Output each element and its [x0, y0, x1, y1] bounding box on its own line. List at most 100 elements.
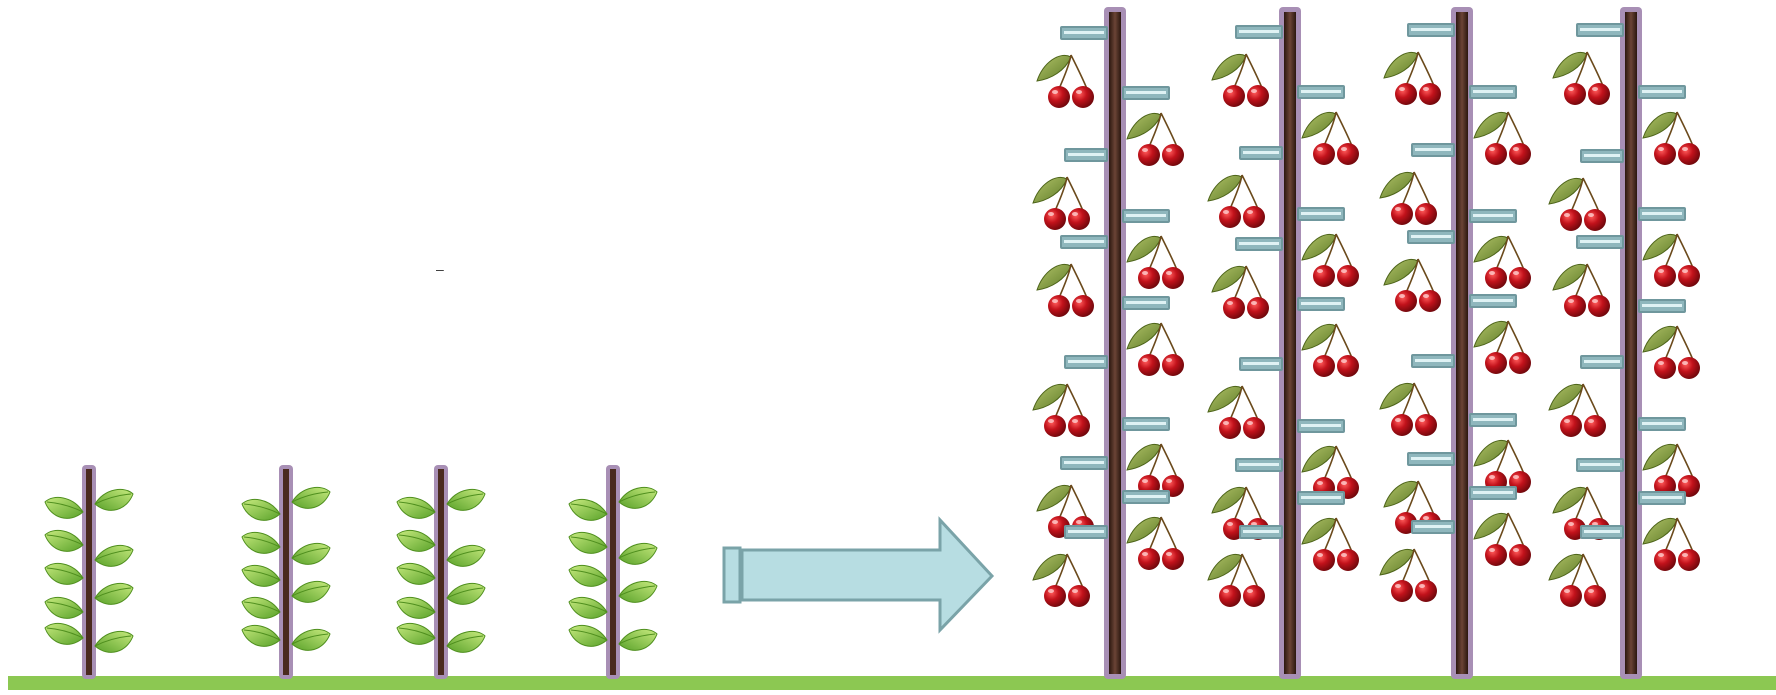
tree-pole	[1284, 12, 1296, 674]
cherry-cluster-icon	[1208, 554, 1265, 607]
leaf-icon	[569, 625, 607, 646]
leaf-icon	[447, 489, 485, 510]
right-arrow-icon	[724, 520, 992, 630]
ground-strip	[8, 676, 1776, 690]
sapling-stem	[610, 469, 616, 675]
cherry-cluster-icon	[1474, 236, 1531, 289]
tree-pole	[1456, 12, 1468, 674]
leaf-icon	[397, 530, 435, 551]
ground-layer	[8, 676, 1776, 690]
cherry-cluster-icon	[1549, 554, 1606, 607]
mature-cherry-trees-group	[1033, 7, 1700, 679]
cherry-cluster-icon	[1037, 55, 1094, 108]
leaf-icon	[45, 623, 83, 644]
leaf-icon	[95, 583, 133, 604]
leaf-icon	[447, 545, 485, 566]
cherry-cluster-icon	[1553, 264, 1610, 317]
cherry-cluster-icon	[1474, 513, 1531, 566]
cherry-cluster-icon	[1208, 175, 1265, 228]
leaf-icon	[242, 499, 280, 520]
stray-dash-mark: –	[436, 262, 444, 276]
leaf-icon	[292, 487, 330, 508]
cherry-cluster-icon	[1384, 52, 1441, 105]
arrow-tail-block	[724, 548, 740, 602]
cherry-cluster-icon	[1380, 549, 1437, 602]
cherry-tree	[1208, 7, 1359, 679]
cherry-cluster-icon	[1380, 172, 1437, 225]
cherry-cluster-icon	[1643, 444, 1700, 497]
leaf-icon	[292, 543, 330, 564]
sapling	[397, 465, 485, 679]
leaf-icon	[569, 532, 607, 553]
cherry-cluster-icon	[1549, 178, 1606, 231]
cherry-cluster-icon	[1302, 112, 1359, 165]
cherry-cluster-icon	[1033, 177, 1090, 230]
cherry-cluster-icon	[1549, 384, 1606, 437]
leaf-icon	[397, 497, 435, 518]
cherry-cluster-icon	[1474, 321, 1531, 374]
leaf-icon	[397, 623, 435, 644]
leaf-icon	[619, 543, 657, 564]
leaf-icon	[619, 629, 657, 650]
leaf-icon	[569, 597, 607, 618]
cherry-cluster-icon	[1643, 518, 1700, 571]
cherry-cluster-icon	[1643, 326, 1700, 379]
cherry-cluster-icon	[1127, 444, 1184, 497]
cherry-tree	[1549, 7, 1700, 679]
cherry-cluster-icon	[1553, 52, 1610, 105]
cherry-cluster-icon	[1643, 112, 1700, 165]
cherry-cluster-icon	[1643, 234, 1700, 287]
leaf-icon	[397, 597, 435, 618]
leaf-icon	[569, 499, 607, 520]
cherry-cluster-icon	[1212, 54, 1269, 107]
tree-pole	[1625, 12, 1637, 674]
cherry-cluster-icon	[1302, 518, 1359, 571]
leaf-icon	[242, 532, 280, 553]
leaf-icon	[95, 631, 133, 652]
sapling	[569, 465, 657, 679]
leaf-icon	[242, 565, 280, 586]
sapling-stem	[438, 469, 444, 675]
leaf-icon	[45, 497, 83, 518]
arrow-body	[742, 520, 992, 630]
cherry-cluster-icon	[1033, 554, 1090, 607]
cherry-cluster-icon	[1384, 259, 1441, 312]
sapling	[242, 465, 330, 679]
leaf-icon	[619, 581, 657, 602]
sapling	[45, 465, 133, 679]
transition-arrow-group	[724, 520, 992, 630]
leaf-icon	[569, 565, 607, 586]
leaf-icon	[45, 530, 83, 551]
cherry-cluster-icon	[1380, 383, 1437, 436]
cherry-cluster-icon	[1127, 323, 1184, 376]
sapling-stem	[86, 469, 92, 675]
cherry-cluster-icon	[1302, 324, 1359, 377]
young-saplings-group	[45, 465, 657, 679]
leaf-icon	[45, 597, 83, 618]
cherry-cluster-icon	[1127, 236, 1184, 289]
cherry-cluster-icon	[1302, 234, 1359, 287]
cherry-cluster-icon	[1474, 112, 1531, 165]
cherry-cluster-icon	[1127, 517, 1184, 570]
sapling-stem	[283, 469, 289, 675]
leaf-icon	[619, 487, 657, 508]
cherry-cluster-icon	[1474, 440, 1531, 493]
leaf-icon	[292, 629, 330, 650]
leaf-icon	[397, 563, 435, 584]
cherry-cluster-icon	[1037, 264, 1094, 317]
cherry-cluster-icon	[1033, 384, 1090, 437]
leaf-icon	[447, 583, 485, 604]
cherry-tree	[1033, 7, 1184, 679]
tree-pole	[1109, 12, 1121, 674]
leaf-icon	[242, 597, 280, 618]
leaf-icon	[447, 631, 485, 652]
cherry-cluster-icon	[1208, 386, 1265, 439]
leaf-icon	[45, 563, 83, 584]
cherry-cluster-icon	[1127, 113, 1184, 166]
leaf-icon	[292, 581, 330, 602]
leaf-icon	[95, 489, 133, 510]
leaf-icon	[242, 625, 280, 646]
cherry-tree	[1380, 7, 1531, 679]
